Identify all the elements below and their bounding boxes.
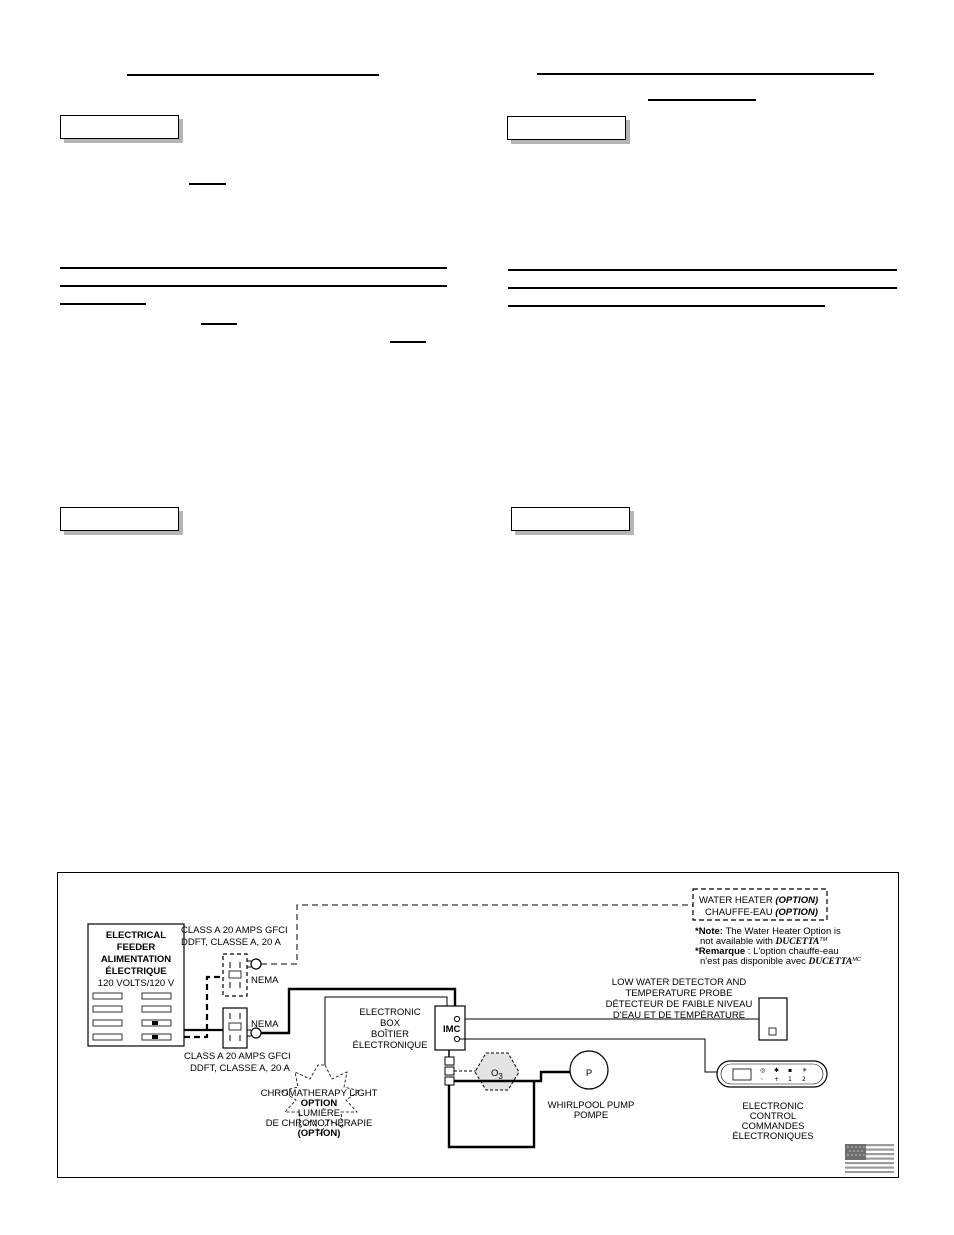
svg-text:BOÎTIER: BOÎTIER (371, 1029, 409, 1040)
chromatherapy-line1: CHROMATHERAPY LIGHT (261, 1088, 378, 1099)
gfci-top-line1: CLASS A 20 AMPS GFCI (181, 925, 288, 936)
pump-symbol: P (586, 1068, 592, 1079)
section-rule-left-2 (60, 285, 447, 287)
chromatherapy-wire (324, 996, 448, 1065)
electronic-box: IMC ELECTRONIC BOX BOÎTIER ÉLECTRONIQUE (353, 1005, 466, 1051)
svg-text:n'est pas disponible avec DUCE: n'est pas disponible avec DUCETTAMC (700, 956, 861, 967)
section-rule-right-2 (508, 287, 897, 289)
svg-text:ÉLECTRONIQUE: ÉLECTRONIQUE (353, 1040, 428, 1051)
power-wire (261, 987, 457, 1035)
svg-text:ELECTRONIC: ELECTRONIC (359, 1007, 420, 1018)
pump-wire (454, 1070, 570, 1083)
chromatherapy-line2: OPTION (301, 1098, 338, 1109)
gfci-bottom-line1: CLASS A 20 AMPS GFCI (184, 1051, 291, 1062)
svg-text:TEMPERATURE PROBE: TEMPERATURE PROBE (626, 988, 733, 999)
water-heater-note: *Note: The Water Heater Option is not av… (695, 926, 861, 967)
section-rule-left-3 (60, 303, 146, 305)
feeder-line-3: ALIMENTATION (101, 954, 171, 965)
subtitle-rule-right (648, 99, 756, 101)
gfci-top-line2: DDFT, CLASSE A, 20 A (181, 937, 281, 948)
chromatherapy-line3: LUMIÈRE (298, 1108, 340, 1119)
diagram-frame (57, 872, 899, 1178)
svg-text:BOX: BOX (380, 1018, 401, 1029)
title-rule-right (537, 73, 874, 75)
svg-text:1: 1 (788, 1076, 792, 1083)
svg-text:ELECTRONIC: ELECTRONIC (742, 1101, 803, 1112)
svg-text:not available with DUCETTATM: not available with DUCETTATM (700, 936, 828, 947)
svg-text:*Remarque : L'option chauffe-e: *Remarque : L'option chauffe-eau (695, 946, 839, 957)
underline-3 (390, 341, 426, 343)
feeder-line-4: ÉLECTRIQUE (105, 966, 166, 977)
us-flag-icon (845, 1144, 894, 1173)
imc-label: IMC (443, 1024, 461, 1035)
whirlpool-pump: P WHIRLPOOL PUMP POMPE (548, 1050, 635, 1121)
pump-return-wire (447, 1081, 536, 1149)
svg-text:◦: ◦ (760, 1076, 764, 1083)
water-heater-line2: CHAUFFE-EAU (OPTION) (705, 907, 818, 918)
feeder-line-2: FEEDER (117, 942, 156, 953)
low-water-detector: LOW WATER DETECTOR AND TEMPERATURE PROBE… (606, 977, 788, 1041)
svg-text:D'EAU ET DE TEMPÉRATURE: D'EAU ET DE TEMPÉRATURE (613, 1010, 745, 1021)
svg-text:+: + (774, 1076, 779, 1083)
section-tag-1 (60, 115, 179, 139)
title-rule-left (127, 74, 379, 76)
electronic-control-panel: ◎ ✱ ▪ ✳ ◦ +1 2 ELECTRONIC CONTROL COMMANDES É… (716, 1060, 828, 1142)
wiring-diagram: ELECTRICAL FEEDER ALIMENTATION ÉLECTRIQU… (57, 872, 899, 1178)
pump-label-line1: WHIRLPOOL PUMP (548, 1100, 635, 1111)
feeder-to-gfci-top-wire (184, 975, 223, 1039)
chromatherapy-line5: (OPTION) (298, 1128, 341, 1139)
electrical-feeder-panel: ELECTRICAL FEEDER ALIMENTATION ÉLECTRIQU… (87, 923, 185, 1047)
pump-label-line2: POMPE (574, 1110, 608, 1121)
svg-text:✱: ✱ (774, 1067, 779, 1074)
svg-text:CONTROL: CONTROL (750, 1111, 796, 1122)
svg-text:◎: ◎ (760, 1067, 765, 1074)
svg-text:COMMANDES: COMMANDES (742, 1121, 805, 1132)
feeder-line-1: ELECTRICAL (106, 930, 166, 941)
section-rule-right-3 (508, 305, 825, 307)
control-wire (460, 1038, 719, 1073)
underline-2 (201, 323, 237, 325)
section-tag-3 (60, 507, 179, 531)
svg-text:ÉLECTRONIQUES: ÉLECTRONIQUES (732, 1131, 813, 1142)
ozone-label: O3 (491, 1068, 503, 1081)
water-heater-line1: WATER HEATER (OPTION) (699, 895, 818, 906)
gfci-outlet-top (222, 953, 248, 997)
water-heater-wire (261, 904, 693, 965)
svg-text:✳: ✳ (802, 1067, 807, 1074)
chromatherapy-light: CHROMATHERAPY LIGHT OPTION LUMIÈRE DE CH… (261, 1064, 378, 1139)
svg-text:*Note: The Water Heater Option: *Note: The Water Heater Option is (695, 926, 841, 937)
underline-1 (189, 183, 226, 185)
svg-text:▪: ▪ (788, 1067, 792, 1074)
section-rule-right-1 (508, 269, 897, 271)
svg-text:DÉTECTEUR DE FAIBLE NIVEAU: DÉTECTEUR DE FAIBLE NIVEAU (606, 999, 753, 1010)
section-rule-left-1 (60, 267, 447, 269)
section-tag-4 (511, 507, 630, 531)
nema-top: NEMA (251, 975, 279, 986)
feeder-voltage: 120 VOLTS/120 V (98, 978, 175, 989)
section-tag-2 (507, 116, 626, 140)
svg-text:LOW WATER DETECTOR AND: LOW WATER DETECTOR AND (612, 977, 747, 988)
svg-text:2: 2 (802, 1076, 806, 1083)
water-heater-box: WATER HEATER (OPTION) CHAUFFE-EAU (OPTIO… (692, 888, 828, 921)
gfci-bottom-line2: DDFT, CLASSE A, 20 A (190, 1063, 290, 1074)
nema-bottom: NEMA (251, 1019, 279, 1030)
chromatherapy-line4: DE CHROMOTHÉRAPIE (266, 1118, 373, 1129)
gfci-outlet-bottom (222, 1007, 248, 1049)
